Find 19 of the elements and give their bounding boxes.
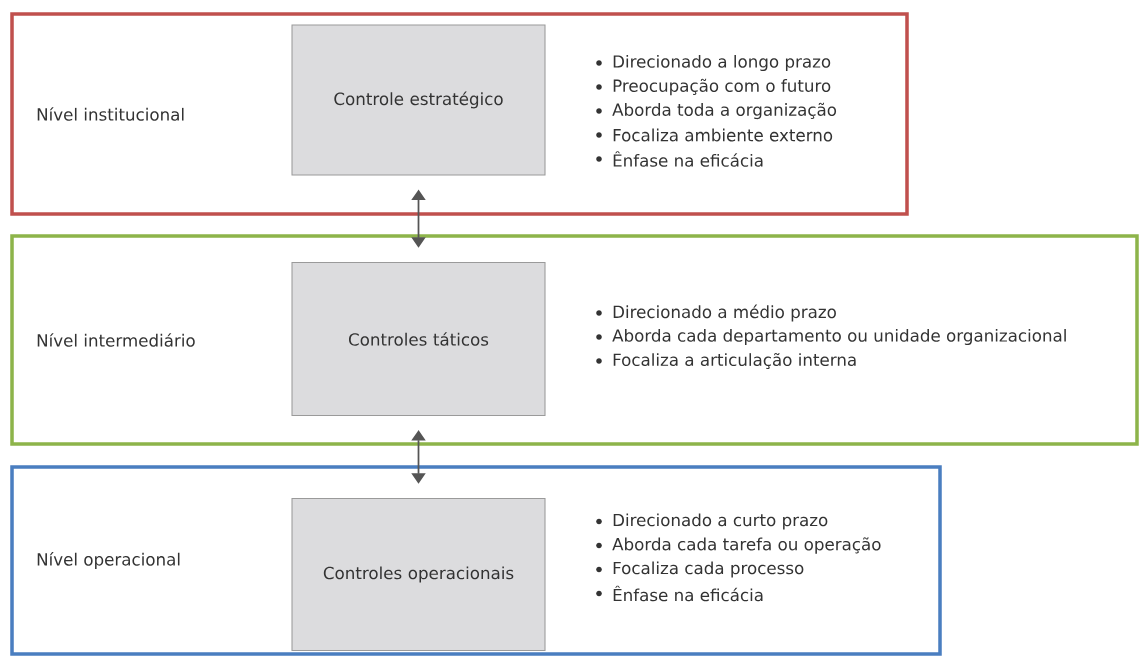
bullet-item: Focaliza ambiente externo <box>596 128 833 142</box>
bullet-item: Ênfase na eficácia <box>596 585 763 602</box>
bullet-item: Direcionado a longo prazo <box>596 54 831 72</box>
bullet-item: Focaliza cada processo <box>596 561 804 578</box>
bullet-item: Focaliza a articulação interna <box>596 352 856 370</box>
level-label: Nível operacional <box>37 552 180 569</box>
bullet-item: Aborda cada departamento ou unidade organizacional <box>596 328 1066 346</box>
control-box: Controles táticos <box>291 261 546 416</box>
control-box: Controle estratégico <box>291 24 546 176</box>
bullet-item: Preocupação com o futuro <box>596 78 831 96</box>
bullet-item: Aborda cada tarefa ou operação <box>596 537 881 554</box>
bullet-item: Direcionado a curto prazo <box>596 513 828 530</box>
bullet-item: Aborda toda a organização <box>596 102 837 120</box>
bullet-item: Ênfase na eficácia <box>596 151 763 167</box>
level-label: Nível institucional <box>37 107 184 121</box>
level-label: Nível intermediário <box>37 333 195 347</box>
bullet-item: Direcionado a médio prazo <box>596 304 836 322</box>
control-box: Controles operacionais <box>291 497 546 651</box>
double-arrow <box>411 430 426 484</box>
